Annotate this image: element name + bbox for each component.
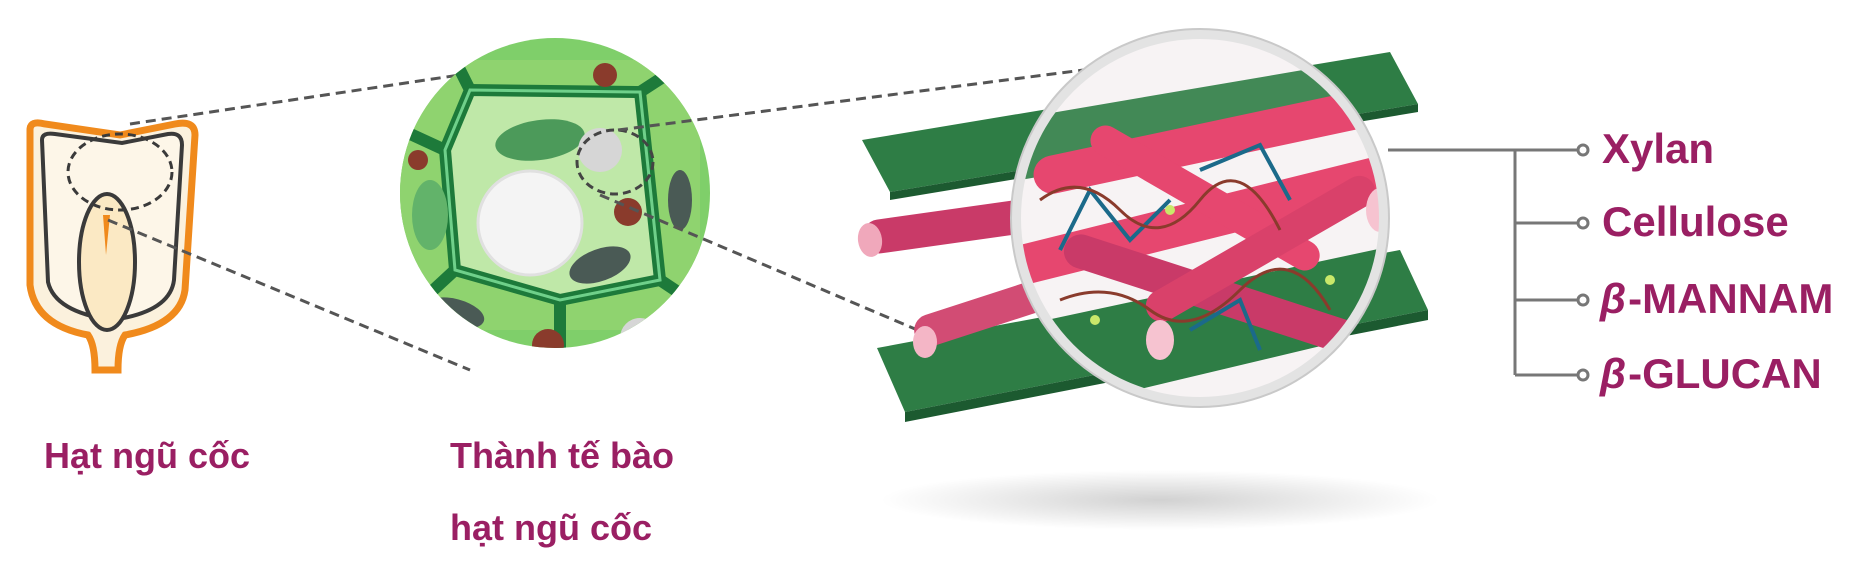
legend-item-label: -GLUCAN [1628, 350, 1822, 397]
legend-item-prefix: β [1600, 350, 1627, 397]
legend-item-label: Cellulose [1602, 198, 1789, 245]
legend-item-xylan: Xylan [1600, 128, 1714, 170]
legend-item-label: -MANNAM [1628, 275, 1834, 322]
caption-cell-wall-line2: hạt ngũ cốc [450, 507, 653, 548]
legend-bracket [1388, 143, 1590, 382]
cell-wall-structure-icon [857, 28, 1440, 530]
caption-grain: Hạt ngũ cốc [44, 435, 251, 476]
legend-item-cellulose: Cellulose [1600, 201, 1789, 243]
legend-item-prefix: β [1600, 275, 1627, 322]
cell-wall-magnified-icon [400, 38, 710, 348]
cereal-grain-icon [26, 119, 199, 374]
legend-item-beta-glucan: β-GLUCAN [1600, 353, 1822, 395]
legend-item-beta-mannam: β-MANNAM [1600, 278, 1833, 320]
caption-cell-wall-line1: Thành tế bào [450, 435, 674, 476]
legend-item-label: Xylan [1602, 125, 1715, 172]
